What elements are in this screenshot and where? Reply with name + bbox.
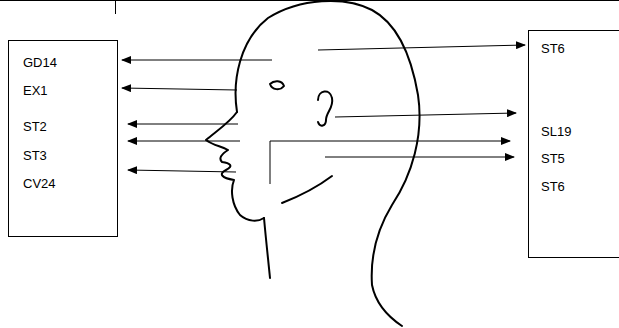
head-outline <box>206 1 420 326</box>
part-code: ST3 <box>23 148 47 164</box>
part-code: ST5 <box>541 151 565 167</box>
part-code: EX1 <box>23 83 48 99</box>
part-code: ST2 <box>23 119 47 135</box>
part-code: CV24 <box>23 176 56 192</box>
part-code: SL19 <box>541 124 571 140</box>
part-code: ST6 <box>541 179 565 195</box>
part-code: GD14 <box>23 55 57 71</box>
label-box: GD14EX1ST2ST3CV24 <box>8 40 118 237</box>
part-code: ST6 <box>541 41 565 57</box>
label-box: ST6SL19ST5ST6 <box>528 30 619 258</box>
leader-arrows <box>122 45 525 184</box>
